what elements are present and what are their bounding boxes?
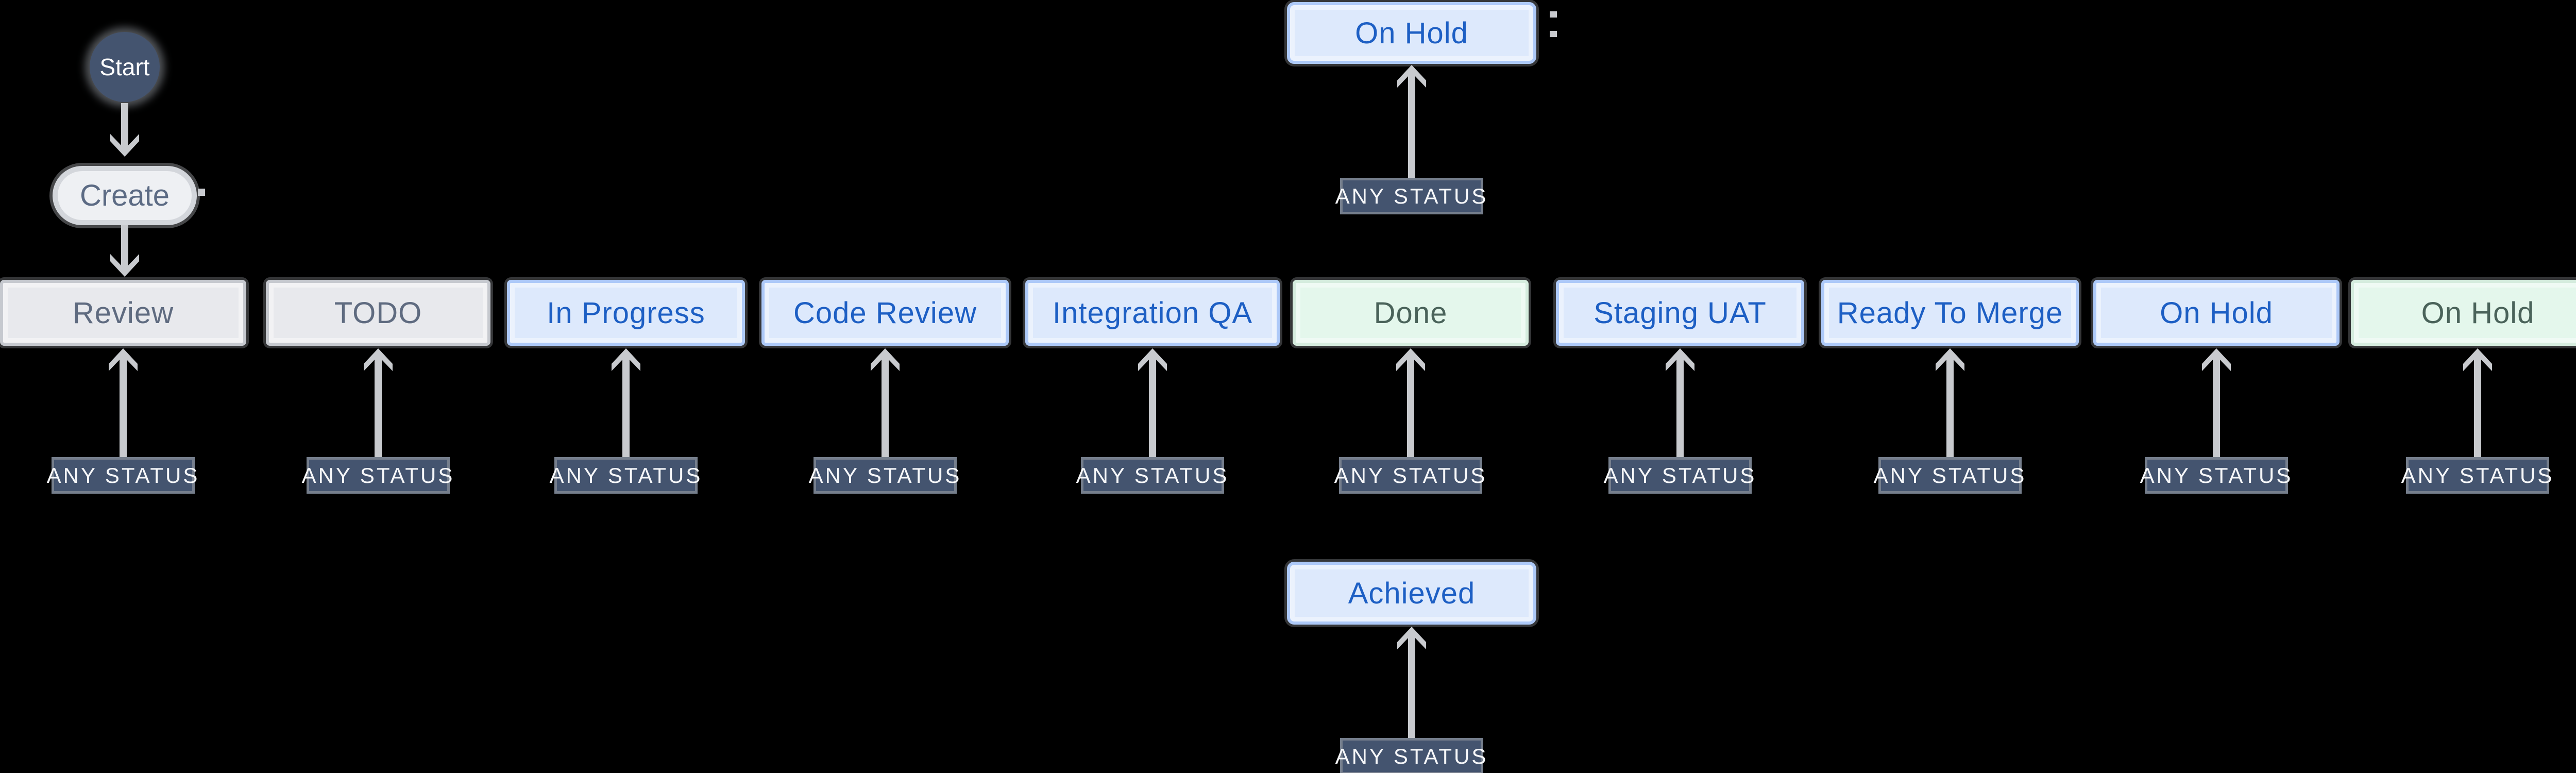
connector-fragment xyxy=(1550,11,1557,18)
arrow-start-to-create xyxy=(110,103,139,157)
create-transition[interactable]: Create xyxy=(53,166,197,225)
arrow-any-to-done xyxy=(1396,348,1425,457)
status-code-review[interactable]: Code Review xyxy=(761,280,1009,346)
arrow-any-to-review xyxy=(109,348,138,457)
start-node[interactable]: Start xyxy=(90,32,160,102)
any-status-label[interactable]: ANY STATUS xyxy=(302,457,452,494)
arrow-any-to-in-progress xyxy=(612,348,640,457)
any-status-label[interactable]: ANY STATUS xyxy=(1334,457,1485,494)
arrow-any-to-staging-uat xyxy=(1666,348,1694,457)
any-status-label[interactable]: ANY STATUS xyxy=(1874,457,2024,494)
any-status-label[interactable]: ANY STATUS xyxy=(1335,738,1486,773)
arrow-any-to-on-hold-green xyxy=(2463,348,2492,457)
arrow-any-to-achieved xyxy=(1397,627,1426,738)
status-achieved[interactable]: Achieved xyxy=(1287,562,1536,625)
arrow-any-to-integration-qa xyxy=(1138,348,1167,457)
any-status-label[interactable]: ANY STATUS xyxy=(550,457,700,494)
any-status-label[interactable]: ANY STATUS xyxy=(1604,457,1754,494)
status-review[interactable]: Review xyxy=(0,280,246,346)
arrow-any-to-on-hold-top xyxy=(1397,65,1426,178)
connector-fragment xyxy=(1550,31,1557,37)
arrow-any-to-code-review xyxy=(871,348,900,457)
any-status-label[interactable]: ANY STATUS xyxy=(1076,457,1227,494)
status-on-hold-green[interactable]: On Hold xyxy=(2351,280,2576,346)
status-in-progress[interactable]: In Progress xyxy=(507,280,745,346)
status-on-hold[interactable]: On Hold xyxy=(2093,280,2340,346)
any-status-label[interactable]: ANY STATUS xyxy=(2401,457,2552,494)
arrow-any-to-ready-to-merge xyxy=(1936,348,1964,457)
arrow-any-to-todo xyxy=(364,348,393,457)
any-status-label[interactable]: ANY STATUS xyxy=(1335,178,1486,214)
status-staging-uat[interactable]: Staging UAT xyxy=(1556,280,1804,346)
connector-fragment xyxy=(198,189,205,196)
any-status-label[interactable]: ANY STATUS xyxy=(47,457,197,494)
arrow-any-to-on-hold xyxy=(2202,348,2231,457)
status-done[interactable]: Done xyxy=(1293,280,1529,346)
any-status-label[interactable]: ANY STATUS xyxy=(809,457,959,494)
any-status-label[interactable]: ANY STATUS xyxy=(2140,457,2291,494)
status-todo[interactable]: TODO xyxy=(266,280,490,346)
status-on-hold-top[interactable]: On Hold xyxy=(1287,2,1536,64)
status-ready-to-merge[interactable]: Ready To Merge xyxy=(1821,280,2079,346)
arrow-create-to-review xyxy=(110,225,139,277)
status-integration-qa[interactable]: Integration QA xyxy=(1025,280,1280,346)
